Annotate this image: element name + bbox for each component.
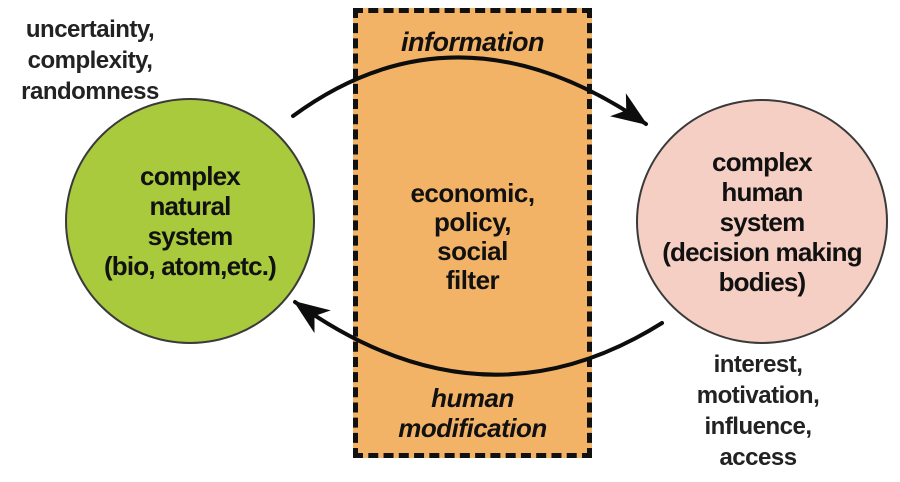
- natural-system-label: complex natural system (bio, atom,etc.): [103, 161, 277, 281]
- label-line: complex: [140, 161, 241, 191]
- label-line: system: [719, 206, 806, 237]
- human-system-label: complex human system (decision making bo…: [662, 147, 862, 297]
- label-line: bodies): [718, 266, 807, 297]
- filter-line: social: [437, 236, 508, 266]
- note-line: uncertainty,: [25, 16, 155, 43]
- label-line: modification: [398, 413, 547, 443]
- label-line: (decision making: [662, 236, 862, 267]
- label-line: system: [147, 221, 234, 251]
- note-line: randomness: [21, 78, 159, 105]
- human-modification-arrow-label: human modification: [358, 383, 587, 443]
- label-line: human: [721, 176, 803, 207]
- label-line: complex: [712, 146, 813, 177]
- filter-description: economic, policy, social filter: [358, 179, 587, 295]
- filter-line: economic,: [410, 178, 535, 208]
- label-line: (bio, atom,etc.): [103, 251, 277, 281]
- note-line: complexity,: [27, 47, 153, 74]
- filter-line: filter: [445, 265, 500, 295]
- label-line: human: [431, 383, 514, 413]
- human-system-attributes-note: interest, motivation, influence, access: [668, 349, 848, 473]
- note-line: influence,: [704, 413, 812, 440]
- label-line: natural: [149, 191, 231, 221]
- natural-system-attributes-note: uncertainty, complexity, randomness: [4, 14, 176, 107]
- information-arrow-label: information: [401, 27, 545, 57]
- note-line: access: [719, 444, 797, 471]
- filter-box: information economic, policy, social fil…: [353, 8, 592, 458]
- note-line: motivation,: [696, 382, 820, 409]
- human-system-circle: complex human system (decision making bo…: [636, 99, 888, 344]
- filter-line: policy,: [434, 207, 511, 237]
- natural-system-circle: complex natural system (bio, atom,etc.): [65, 98, 315, 344]
- note-line: interest,: [713, 351, 803, 378]
